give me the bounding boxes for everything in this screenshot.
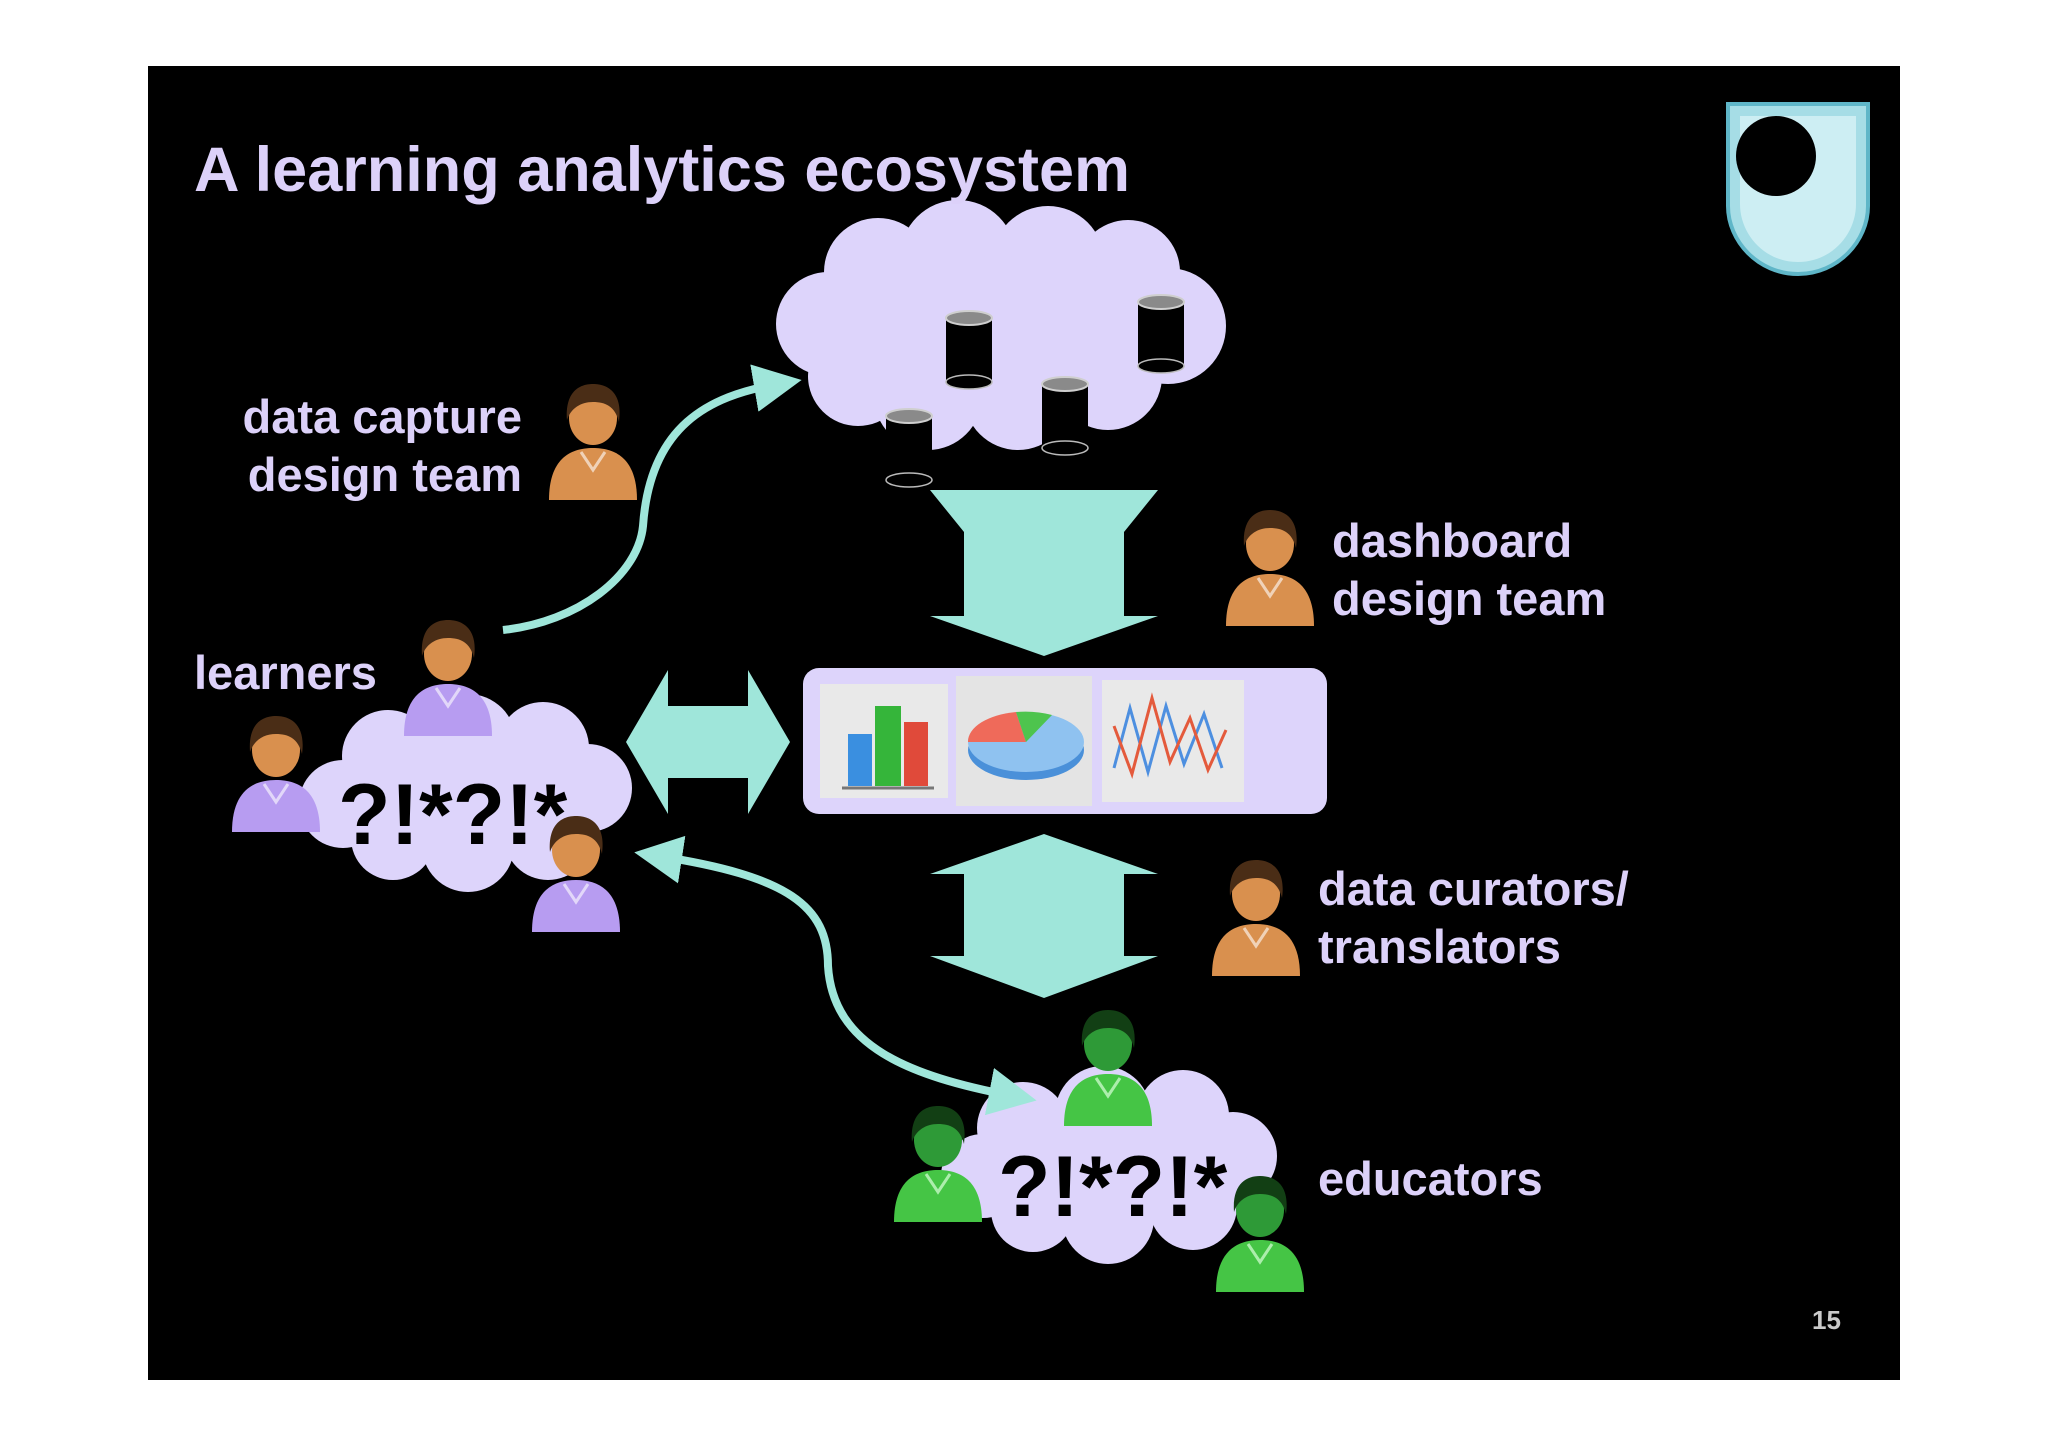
person-icon [1062, 1008, 1154, 1126]
label-line: design team [247, 448, 522, 501]
database-icon [885, 408, 933, 488]
person-icon [1224, 508, 1316, 626]
person-icon [230, 714, 322, 832]
learners-label: learners [194, 646, 377, 699]
learners-dashboard-arrow [626, 670, 790, 814]
label-line: design team [1332, 572, 1607, 625]
label-line: dashboard [1332, 514, 1573, 567]
data-dashboard-arrow [930, 490, 1158, 656]
dashboard-team-label: dashboard design team [1332, 512, 1606, 628]
label-line: data curators/ [1318, 862, 1629, 915]
label-line: data capture [242, 390, 522, 443]
learners-confusion-text: ?!*?!* [338, 767, 568, 863]
slide: A learning analytics ecosystem data capt… [148, 66, 1900, 1380]
page-number: 15 [1812, 1305, 1841, 1335]
pie-chart-icon [967, 711, 1084, 780]
learners-cloud [299, 694, 632, 892]
database-icon [945, 310, 993, 390]
dashboard-educators-arrow [930, 834, 1158, 998]
learners-to-data-arrow [502, 364, 802, 634]
database-icon [1041, 376, 1089, 456]
data-capture-team-label: data capture design team [208, 388, 522, 504]
line-chart-icon [1112, 692, 1228, 779]
open-university-logo [1726, 102, 1870, 277]
person-icon [547, 382, 639, 500]
slide-title: A learning analytics ecosystem [194, 135, 1131, 205]
educators-label: educators [1318, 1152, 1543, 1205]
person-icon [1210, 858, 1302, 976]
educators-confusion-text: ?!*?!* [998, 1139, 1228, 1235]
bar-chart-icon [842, 706, 934, 790]
educators-cloud [941, 1066, 1277, 1264]
database-icon [1137, 294, 1185, 374]
learners-educators-arrow [634, 835, 1037, 1116]
person-icon [402, 618, 494, 736]
curators-label: data curators/ translators [1318, 860, 1629, 976]
label-line: translators [1318, 920, 1561, 973]
